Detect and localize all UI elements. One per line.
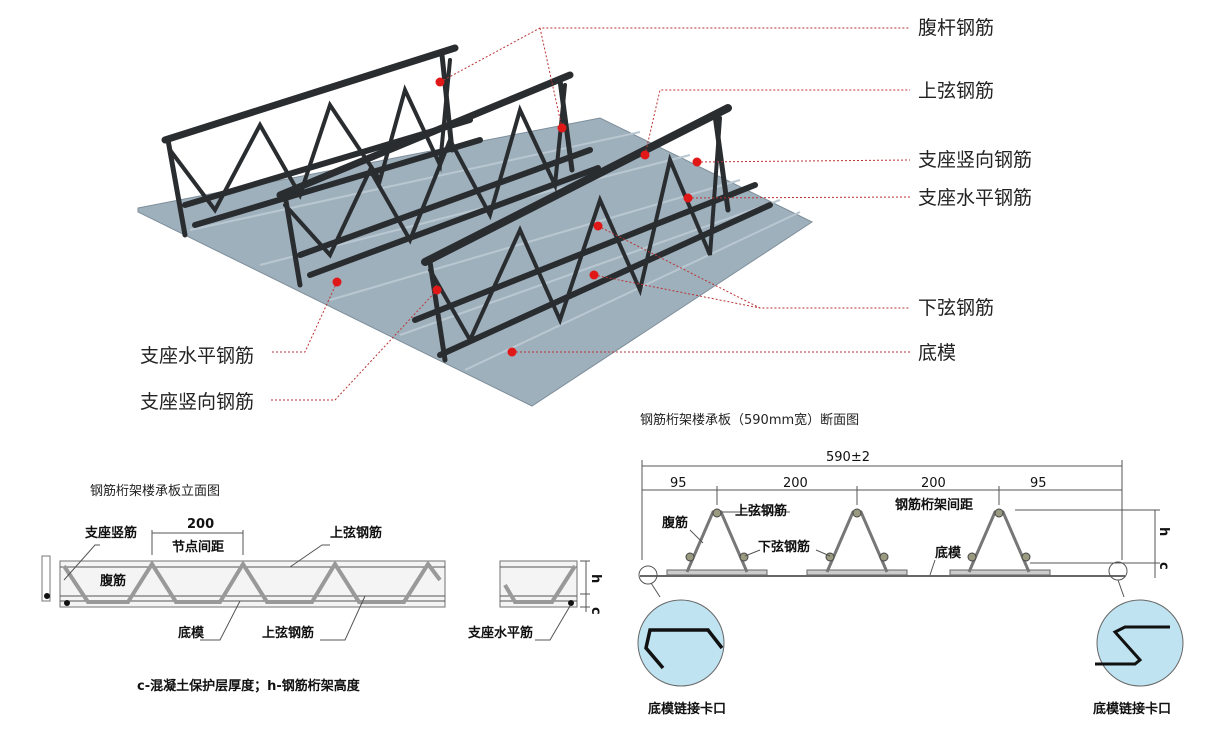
label-top-chord: 上弦钢筋: [918, 80, 994, 102]
label-support-horizontal: 支座水平钢筋: [918, 187, 1032, 209]
h-label: h: [1156, 527, 1171, 536]
h-label: h: [588, 574, 603, 583]
elevation-title: 钢筋桁架楼承板立面图: [90, 483, 220, 499]
label-web-bar: 腹杆钢筋: [918, 17, 994, 39]
label-left-support-horizontal: 支座水平钢筋: [140, 345, 254, 367]
leader-lines: [270, 27, 911, 401]
deck-label: 底模: [178, 625, 205, 641]
top-chord-label: 上弦钢筋: [735, 503, 787, 519]
bottom-chord-label: 下弦钢筋: [758, 539, 810, 555]
truss-spacing-label: 钢筋桁架间距: [895, 497, 973, 513]
truss-2: [276, 71, 601, 288]
c-label: c: [588, 607, 603, 615]
truss-deck-illustration: 腹杆钢筋 上弦钢筋 支座竖向钢筋 支座水平钢筋 下弦钢筋 底模 支座水平钢筋 支…: [137, 17, 1032, 413]
top-chord-label-2: 上弦钢筋: [262, 625, 314, 641]
joint-detail-right: [1095, 599, 1184, 687]
deck-label: 底模: [935, 545, 962, 561]
joint-detail-left: [637, 599, 725, 687]
section-drawing: 钢筋桁架楼承板（590mm宽）断面图 590±2 95 200 200 95: [637, 412, 1184, 717]
top-chord-label: 上弦钢筋: [330, 525, 382, 541]
marker-dots: [332, 77, 702, 357]
support-horizontal-label: 支座水平筋: [467, 625, 533, 641]
total-width: 590±2: [826, 450, 870, 465]
c-label: c: [1156, 562, 1171, 570]
web-label: 腹筋: [100, 573, 126, 589]
elevation-drawing: 钢筋桁架楼承板立面图 支座竖筋 200 节点间距 上弦钢筋 腹筋 底模: [41, 483, 603, 694]
node-spacing-value: 200: [187, 517, 214, 532]
label-deck: 底模: [918, 342, 956, 364]
web-label: 腹筋: [662, 515, 688, 531]
node-spacing-label: 节点间距: [172, 539, 224, 555]
section-title: 钢筋桁架楼承板（590mm宽）断面图: [640, 412, 859, 428]
truss-3: [412, 104, 773, 363]
dim-2: 200: [783, 476, 808, 491]
joint-label-right: 底模链接卡口: [1093, 701, 1171, 717]
dim-3: 200: [921, 476, 946, 491]
dim-4: 95: [1030, 476, 1047, 491]
label-left-support-vertical: 支座竖向钢筋: [140, 391, 254, 413]
label-bottom-chord: 下弦钢筋: [918, 297, 994, 319]
support-vertical-label: 支座竖筋: [84, 525, 137, 541]
elevation-note: c-混凝土保护层厚度；h-钢筋桁架高度: [137, 678, 361, 694]
joint-label-left: 底模链接卡口: [648, 701, 726, 717]
dim-1: 95: [670, 476, 687, 491]
label-support-vertical: 支座竖向钢筋: [918, 149, 1032, 171]
